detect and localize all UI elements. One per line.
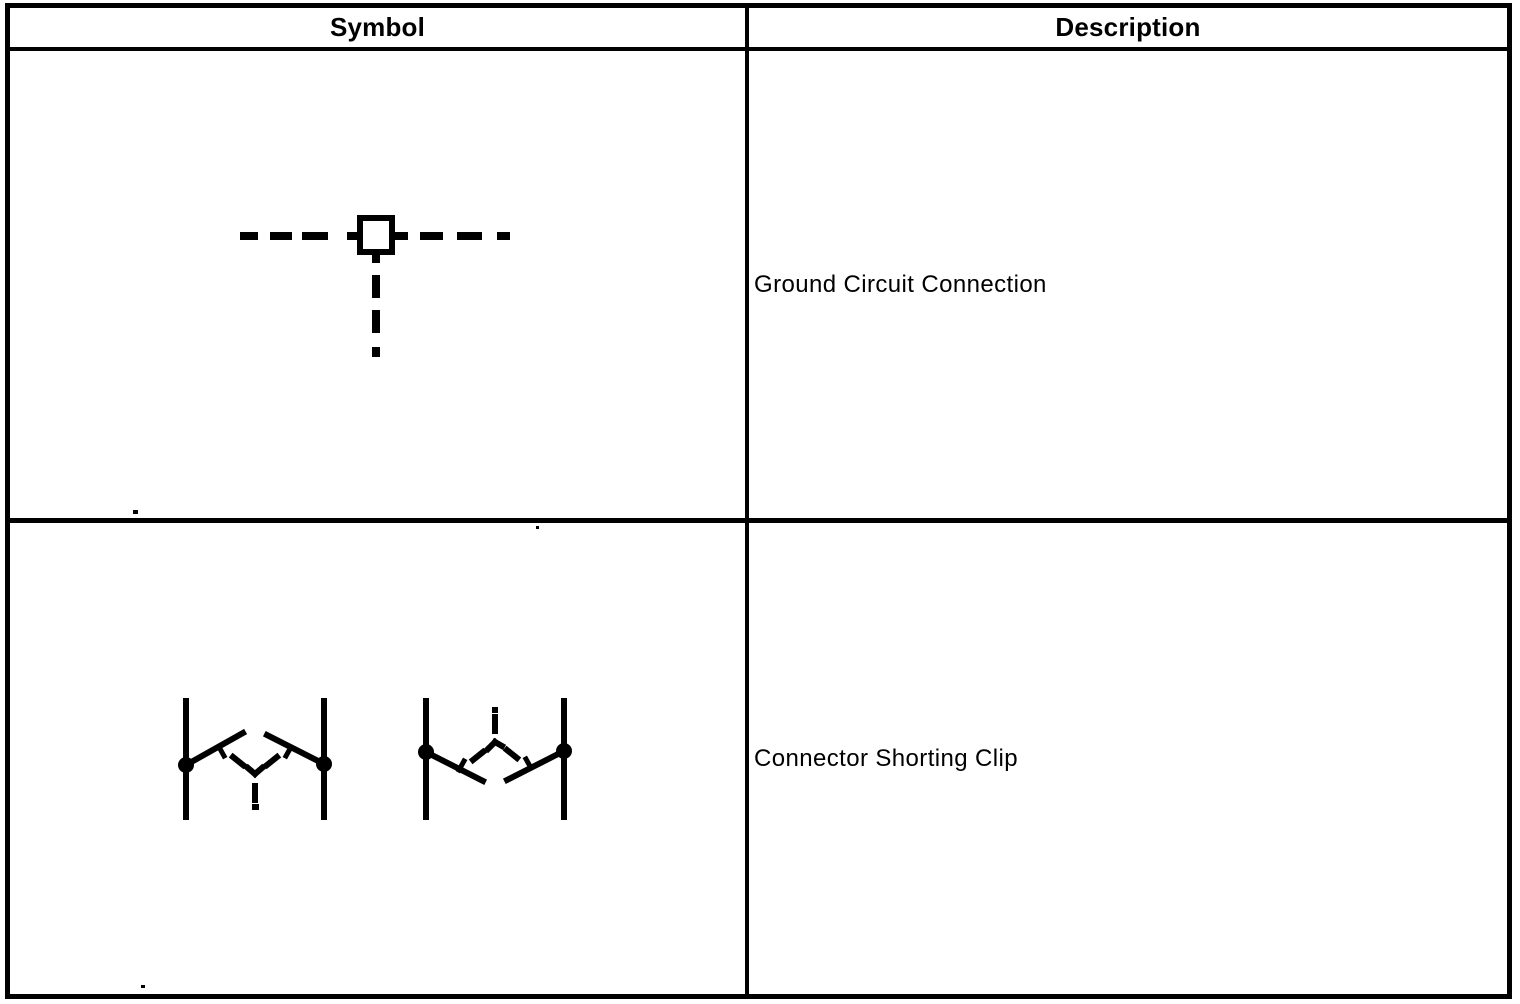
wiring-symbol-table: Symbol Description Ground Circuit Connec… (5, 3, 1512, 999)
connector-shorting-clip-symbol (178, 698, 572, 820)
symbol-cell (10, 523, 749, 994)
symbol-column-header: Symbol (329, 12, 426, 42)
header-cell-description: Description (749, 8, 1507, 47)
description-text: Connector Shorting Clip (754, 744, 1019, 772)
header-cell-symbol: Symbol (10, 8, 749, 47)
table-row: Ground Circuit Connection (10, 51, 1507, 523)
description-cell: Ground Circuit Connection (749, 51, 1507, 518)
description-text: Ground Circuit Connection (754, 270, 1047, 298)
description-column-header: Description (1055, 12, 1201, 42)
table-header-row: Symbol Description (10, 8, 1507, 51)
scan-artifact-dot (536, 526, 539, 529)
symbol-cell (10, 51, 749, 518)
description-cell: Connector Shorting Clip (749, 523, 1507, 994)
ground-circuit-connection-symbol (240, 215, 510, 357)
scan-artifact-dot (141, 985, 145, 988)
shorting-clip-closed-variant (178, 698, 332, 820)
table-row: Connector Shorting Clip (10, 523, 1507, 994)
shorting-clip-open-variant (418, 698, 572, 820)
scan-artifact-dot (133, 510, 138, 514)
